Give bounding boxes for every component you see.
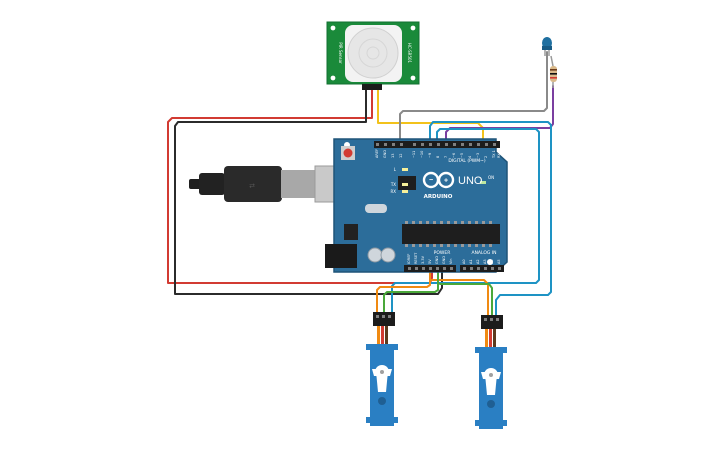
digital-pin-label: ~9	[428, 153, 432, 158]
pir-dome-ring	[358, 38, 388, 68]
wire-orange-servo2[interactable]	[429, 279, 489, 317]
ioref-pin-label: IOREF	[407, 254, 411, 264]
led-rx-indicator	[402, 190, 408, 193]
analog-pin-label: A4	[490, 259, 494, 264]
digital-label: DIGITAL (PWM~)	[448, 158, 486, 164]
svg-text:−: −	[429, 177, 433, 184]
pir-label-right: HC-SR501	[407, 43, 412, 64]
rx-label: RX	[390, 189, 396, 194]
arduino-logo: − + ARDUINO	[422, 171, 455, 200]
digital-pin-label: ~3	[476, 153, 480, 158]
servo-horn-icon[interactable]	[485, 374, 497, 395]
usb-cable[interactable]: ⇄	[189, 165, 356, 203]
reset-pin-label: RESET	[414, 252, 418, 264]
usb-icon: ⇄	[249, 183, 255, 190]
voltage-regulator	[344, 224, 358, 240]
wire-gray-led[interactable]	[399, 51, 548, 146]
wire-red-power[interactable]	[167, 87, 433, 284]
mounting-hole	[330, 25, 336, 31]
digital-pin-label: TX 1	[492, 150, 496, 159]
wire-green-servo1[interactable]	[383, 267, 439, 314]
digital-pin-label: 4	[468, 155, 472, 158]
digital-pin-label: 7	[444, 156, 448, 158]
gnd-pin-label: GND	[442, 256, 446, 264]
pir-dome-icon	[347, 27, 399, 79]
digital-pin-label: ~5	[460, 153, 464, 158]
svg-text:+: +	[444, 178, 448, 185]
wires	[167, 51, 554, 317]
digital-pin-label: 8	[436, 156, 440, 158]
power-pin-labels: IOREF RESET 3.3V 5V GND GND Vin A0 A1 A2…	[407, 252, 501, 264]
mounting-hole	[487, 259, 493, 265]
servo-motor-2[interactable]	[475, 315, 507, 429]
capacitor	[380, 247, 396, 263]
digital-pin-labels: AREF GND 13 12 ~11 ~10 ~9 8 7 ~6 ~5 4 ~3…	[375, 149, 501, 159]
model-label: UNO	[458, 175, 483, 187]
tx-label: TX	[390, 182, 396, 187]
atmega-chip	[402, 221, 500, 247]
analog-label: ANALOG IN	[471, 250, 496, 256]
mounting-hole	[410, 75, 416, 81]
led[interactable]	[542, 37, 552, 56]
brand-label: ARDUINO	[424, 194, 453, 200]
l-label: L	[394, 167, 397, 172]
servo-connector[interactable]	[481, 315, 503, 329]
wire-blue-servo2[interactable]	[429, 121, 552, 317]
analog-pin-label: A3	[483, 259, 487, 264]
digital-pin-label: ~10	[420, 151, 424, 158]
led-base	[542, 46, 552, 50]
arduino-uno-board[interactable]: L TX RX ON − + ARDUINO UNO	[325, 138, 508, 273]
pir-dome-ring	[366, 46, 380, 60]
digital-pin-label: ~6	[452, 153, 456, 158]
wire-black-ground[interactable]	[174, 87, 443, 295]
analog-header[interactable]	[460, 265, 504, 272]
v33-pin-label: 3.3V	[421, 255, 425, 264]
led-on-indicator	[480, 181, 486, 184]
servo-horn-icon[interactable]	[376, 371, 388, 392]
vin-pin-label: Vin	[449, 258, 453, 264]
servo-connector[interactable]	[373, 312, 395, 326]
digital-pin-label: 12	[399, 154, 403, 158]
crystal-oscillator	[365, 204, 387, 213]
wire-blue-servo1[interactable]	[391, 128, 540, 314]
digital-pin-label: ~11	[412, 151, 416, 158]
capacitor	[367, 247, 383, 263]
usb-metal-shell	[281, 170, 317, 198]
power-jack[interactable]	[325, 244, 357, 268]
servo-tab	[366, 417, 398, 423]
digital-pin-label: RX 0	[497, 150, 501, 158]
power-label: POWER	[434, 250, 451, 256]
v5-pin-label: 5V	[428, 259, 432, 264]
analog-pin-label: A0	[462, 259, 466, 264]
mounting-hole	[410, 25, 416, 31]
servo-motor-1[interactable]	[366, 312, 398, 426]
digital-pin-label: 2	[484, 156, 488, 158]
mounting-hole	[330, 75, 336, 81]
pir-label-left: PIR Sensor	[338, 42, 343, 64]
resistor[interactable]	[550, 55, 557, 88]
gnd-pin-label: GND	[435, 256, 439, 264]
servo-tab	[475, 420, 507, 426]
led-tx-indicator	[402, 183, 408, 186]
on-label: ON	[488, 175, 494, 180]
wire-orange-servo1[interactable]	[376, 267, 431, 314]
aref-pin-label: AREF	[375, 149, 379, 158]
power-header[interactable]	[404, 265, 456, 272]
wire-purple-resistor[interactable]	[445, 85, 554, 146]
digital-pin-label: 13	[391, 154, 395, 158]
usb-plug	[224, 166, 282, 202]
gnd-pin-label: GND	[383, 150, 387, 158]
analog-pin-label: A5	[497, 259, 501, 264]
pir-sensor[interactable]: PIR Sensor HC-SR501	[326, 21, 420, 90]
digital-header[interactable]	[374, 141, 500, 148]
wire-green-servo2[interactable]	[439, 283, 493, 317]
analog-pin-label: A2	[476, 259, 480, 264]
pir-header[interactable]	[362, 84, 382, 90]
led-l-indicator	[402, 168, 408, 171]
analog-pin-label: A1	[469, 259, 473, 264]
reset-button-cap	[343, 148, 353, 158]
